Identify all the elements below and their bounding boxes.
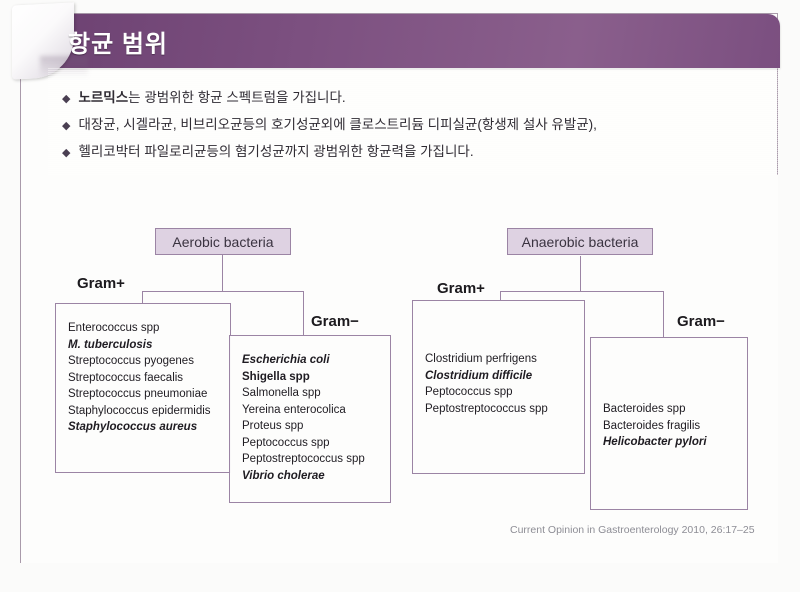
species-item: Enterococcus spp — [68, 322, 160, 334]
bullet-text-segment: 대장균, 시겔라균, 비브리오균등의 호기성균외에 클로스트리듐 디피실균(항생… — [78, 117, 597, 132]
species-item: Salmonella spp — [242, 387, 321, 399]
aerobic-stem-line — [222, 255, 223, 291]
bullet-text: 대장균, 시겔라균, 비브리오균등의 호기성균외에 클로스트리듐 디피실균(항생… — [78, 113, 596, 133]
species-item: Clostridium perfrigens — [425, 353, 537, 365]
anaerobic-bacteria-title-label: Anaerobic bacteria — [521, 233, 639, 250]
bullet-text-segment: 는 광범위한 항균 스펙트럼을 가집니다. — [128, 90, 346, 105]
bullet-list: ◆ 노르믹스는 광범위한 항균 스펙트럼을 가집니다. ◆ 대장균, 시겔라균, 비브… — [62, 86, 762, 167]
bullet-text: 노르믹스는 광범위한 항균 스펙트럼을 가집니다. — [78, 86, 345, 106]
species-item: Bacteroides fragilis — [603, 419, 701, 432]
species-item: Escherichia coli — [242, 354, 330, 366]
species-item: Peptococcus spp — [425, 386, 513, 398]
bullet-text-segment: 노르믹스 — [78, 90, 129, 105]
species-item: Vibrio cholerae — [242, 469, 325, 482]
species-item: Proteus spp — [242, 420, 304, 432]
aerobic-gram-negative-label: Gram− — [311, 313, 359, 330]
diamond-bullet-icon: ◆ — [62, 93, 71, 105]
diamond-bullet-icon: ◆ — [62, 147, 71, 159]
bullet-text: 헬리코박터 파일로리균등의 혐기성균까지 광범위한 항균력을 가집니다. — [78, 140, 473, 160]
species-item: Streptococcus pyogenes — [68, 355, 194, 367]
aerobic-gram-positive-branch-line — [142, 291, 143, 304]
anaerobic-gram-positive-label: Gram+ — [437, 280, 485, 297]
aerobic-gram-negative-branch-line — [303, 291, 304, 336]
anaerobic-bacteria-title-box: Anaerobic bacteria — [507, 228, 653, 255]
anaerobic-gram-negative-label: Gram− — [677, 313, 725, 330]
aerobic-gram-positive-label: Gram+ — [77, 275, 125, 292]
anaerobic-gram-positive-branch-line — [500, 291, 501, 301]
species-item: Peptostreptococcus spp — [242, 453, 365, 465]
species-item: Peptostreptococcus spp — [425, 402, 548, 415]
bullet-row: ◆ 노르믹스는 광범위한 항균 스펙트럼을 가집니다. — [62, 86, 762, 106]
species-item: Clostridium difficile — [425, 369, 533, 382]
page-curl-shadow — [40, 56, 88, 78]
species-item: Streptococcus faecalis — [68, 371, 184, 384]
bullet-row: ◆ 헬리코박터 파일로리균등의 혐기성균까지 광범위한 항균력을 가집니다. — [62, 140, 762, 160]
anaerobic-gram-negative-branch-line — [663, 291, 664, 338]
aerobic-bacteria-title-box: Aerobic bacteria — [155, 228, 291, 255]
bullet-panel — [48, 68, 780, 175]
source-citation: Current Opinion in Gastroenterology 2010… — [510, 524, 755, 536]
species-item: Streptococcus pneumoniae — [68, 388, 208, 400]
diamond-bullet-icon: ◆ — [62, 120, 71, 132]
species-item: Staphylococcus aureus — [68, 421, 198, 433]
species-item: Yereina enterocolica — [242, 403, 346, 416]
species-item: Shigella spp — [242, 370, 310, 383]
species-item: Bacteroides spp — [603, 403, 686, 415]
aerobic-split-line — [142, 291, 303, 292]
species-item: Helicobacter pylori — [603, 436, 707, 448]
anaerobic-stem-line — [580, 256, 581, 291]
bullet-row: ◆ 대장균, 시겔라균, 비브리오균등의 호기성균외에 클로스트리듐 디피실균(항… — [62, 113, 762, 133]
header-band — [48, 14, 780, 68]
aerobic-bacteria-title-label: Aerobic bacteria — [172, 233, 274, 250]
species-item: Peptococcus spp — [242, 436, 330, 449]
page-title: 항균 범위 — [68, 31, 168, 58]
anaerobic-split-line — [500, 291, 663, 292]
species-item: Staphylococcus epidermidis — [68, 404, 211, 417]
species-item: M. tuberculosis — [68, 338, 153, 351]
bullet-text-segment: 헬리코박터 파일로리균등의 혐기성균까지 광범위한 항균력을 가집니다. — [78, 144, 474, 159]
